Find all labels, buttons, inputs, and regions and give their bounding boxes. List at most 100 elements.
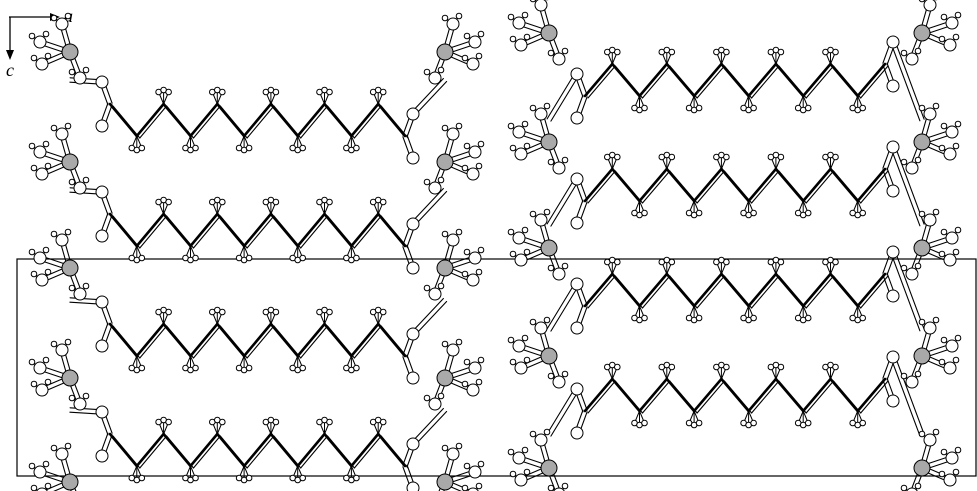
chain-bond: [583, 167, 614, 203]
hydrogen-atom: [165, 418, 172, 426]
ligand-oxygen-atom: [945, 451, 959, 465]
metal-atom: [540, 133, 558, 151]
chain-bond-shadow: [112, 435, 141, 469]
hydrogen-atom: [463, 248, 471, 256]
chain-bond-shadow: [860, 65, 889, 99]
chain-bond: [108, 432, 139, 468]
chain-bond: [135, 322, 165, 358]
ligand-oxygen-atom: [905, 161, 919, 175]
ligand-oxygen-atom: [943, 361, 957, 375]
ligand-oxygen-atom: [534, 321, 548, 335]
oxygen-atom: [886, 140, 900, 154]
chain-bond: [610, 272, 641, 308]
chain-bond-shadow: [192, 435, 221, 469]
chain-bond: [801, 62, 832, 98]
hydrogen-atom: [641, 419, 648, 427]
hydrogen-atom: [82, 282, 90, 290]
chain-bond: [583, 377, 614, 413]
chain-bond: [747, 272, 778, 308]
chain-bond-shadow: [696, 65, 725, 99]
ligand-oxygen-atom: [55, 233, 69, 247]
ligand-oxygen-atom: [553, 487, 565, 491]
oxygen-atom: [570, 216, 584, 230]
ligand-oxygen-atom: [512, 125, 526, 139]
metal-oxygen-bond: [550, 179, 580, 227]
chain-bond-shadow: [860, 380, 889, 414]
ligand-oxygen-atom: [466, 57, 480, 71]
ligand-oxygen-atom: [905, 267, 919, 281]
hydrogen-atom: [859, 314, 867, 322]
chain-bond: [269, 432, 300, 468]
chain-bond: [323, 102, 353, 138]
ligand-oxygen-atom: [35, 383, 49, 397]
hydrogen-atom: [507, 13, 515, 21]
chain-bond: [296, 432, 326, 468]
hydrogen-atom: [695, 314, 703, 322]
hydrogen-atom: [750, 209, 757, 217]
chain-bond: [135, 102, 165, 138]
hydrogen-atom: [914, 370, 922, 378]
ligand-oxygen-atom: [943, 253, 957, 267]
chain-bond-shadow: [353, 105, 382, 139]
ligand-oxygen-atom: [945, 125, 959, 139]
chain-bond: [720, 62, 750, 98]
chain-bond-shadow: [587, 380, 616, 414]
hydrogen-atom: [529, 210, 537, 218]
hydrogen-atom: [723, 153, 730, 161]
chain-bond-shadow: [353, 435, 382, 469]
metal-atom: [913, 133, 931, 151]
oxygen-atom: [95, 75, 109, 89]
hydrogen-atom: [423, 178, 431, 186]
oxygen-atom: [95, 229, 109, 243]
hydrogen-atom: [668, 363, 676, 371]
hydrogen-atom: [138, 254, 146, 262]
oxygen-atom: [570, 382, 584, 396]
hydrogen-atom: [521, 446, 529, 454]
hydrogen-atom: [509, 35, 517, 43]
hydrogen-atom: [441, 444, 449, 452]
hydrogen-atom: [82, 176, 90, 184]
chain-bond: [242, 322, 273, 358]
hydrogen-atom: [938, 250, 946, 258]
oxygen-atom: [570, 172, 584, 186]
ligand-oxygen-atom: [906, 487, 918, 491]
chain-bond: [801, 272, 832, 308]
hydrogen-atom: [940, 336, 948, 344]
oxygen-atom: [406, 481, 420, 491]
chain-bond: [376, 212, 407, 248]
hydrogen-atom: [353, 474, 360, 482]
chain-bond-shadow: [192, 105, 221, 139]
hydrogen-atom: [165, 88, 172, 96]
hydrogen-atom: [28, 462, 36, 470]
chain-bond: [747, 377, 778, 413]
chain-bond: [216, 432, 246, 468]
chain-bond-shadow: [669, 380, 698, 414]
oxygen-atom: [406, 217, 420, 231]
ligand-oxygen-atom: [446, 343, 460, 357]
hydrogen-atom: [461, 380, 469, 388]
hydrogen-atom: [437, 176, 445, 184]
hydrogen-atom: [614, 153, 621, 161]
chain-bond-shadow: [139, 435, 168, 469]
ligand-oxygen-atom: [514, 361, 528, 375]
hydrogen-atom: [30, 484, 38, 491]
hydrogen-atom: [42, 140, 50, 148]
hydrogen-atom: [50, 444, 58, 452]
chain-bond: [216, 212, 246, 248]
hydrogen-atom: [463, 142, 471, 150]
metal-atom: [61, 259, 79, 277]
chain-bond: [610, 62, 641, 98]
ligand-oxygen-atom: [943, 473, 957, 487]
hydrogen-atom: [529, 430, 537, 438]
chain-bond: [638, 62, 669, 98]
metal-atom: [913, 347, 931, 365]
chain-bond-shadow: [723, 170, 753, 204]
oxygen-atom: [570, 426, 584, 440]
hydrogen-atom: [463, 32, 471, 40]
hydrogen-atom: [44, 268, 52, 276]
hydrogen-atom: [641, 104, 648, 112]
chain-bond-shadow: [696, 380, 725, 414]
chain-bond: [638, 167, 669, 203]
hydrogen-atom: [521, 334, 529, 342]
chain-bond-shadow: [669, 275, 698, 309]
